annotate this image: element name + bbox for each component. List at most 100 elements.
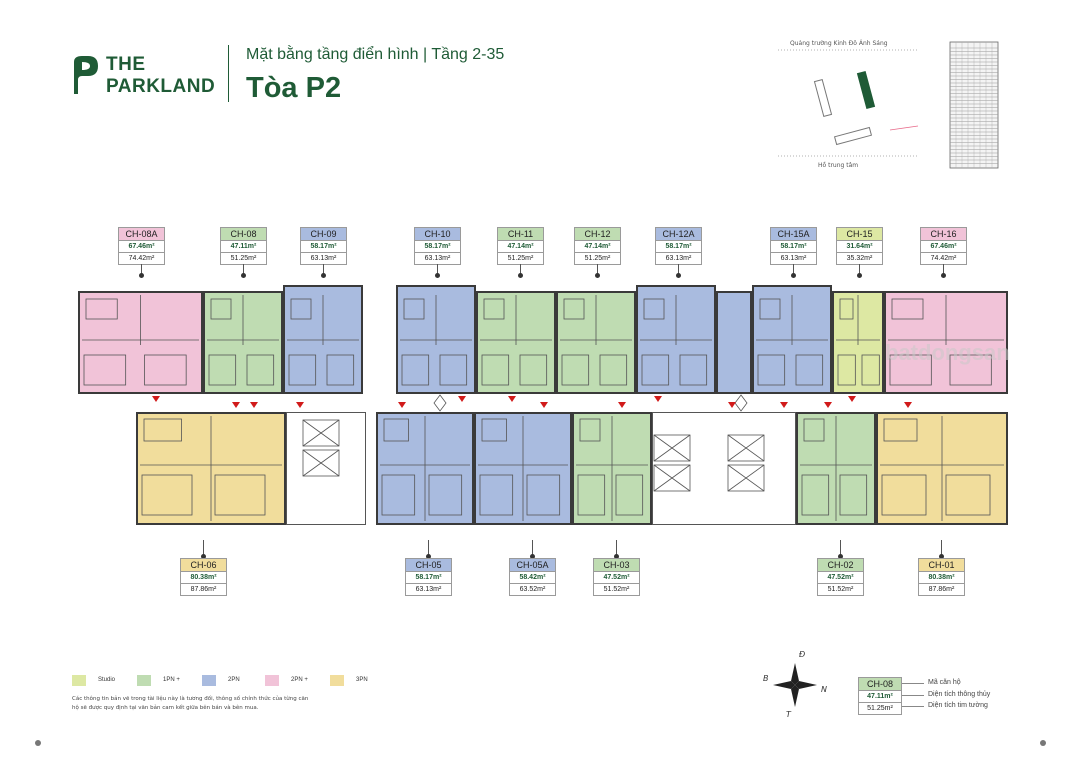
site-map-top-label: Quảng trường Kinh Đô Ánh Sáng — [790, 40, 888, 47]
unit-code: CH-03 — [594, 559, 639, 572]
unit-area-gross: 35.32m² — [846, 255, 873, 262]
compass-star-icon — [773, 663, 817, 707]
label-leader-line — [139, 264, 144, 278]
unit-area-gross: 87.86m² — [190, 586, 217, 593]
entry-marker — [458, 396, 466, 402]
key-gross-desc: Diện tích tim tường — [928, 702, 988, 709]
unit-area-gross: 87.86m² — [928, 586, 955, 593]
unit-area-gross: 63.52m² — [519, 586, 546, 593]
unit-area-gross: 63.13m² — [310, 255, 337, 262]
unit-code: CH-01 — [919, 559, 964, 572]
label-leader-line — [939, 540, 944, 559]
unit-area-net: 31.64m² — [837, 241, 882, 253]
page-subtitle: Mặt bằng tầng điển hình | Tầng 2-35 — [246, 46, 505, 63]
key-net-desc: Diện tích thông thủy — [928, 691, 991, 698]
unit-area-net: 80.38m² — [181, 572, 226, 584]
floor-plan — [78, 285, 1008, 535]
legend-label: Studio — [98, 677, 116, 683]
key-unit-label: CH-08 47.11m² 51.25m² — [858, 677, 902, 715]
tower-elevation-icon — [949, 41, 999, 169]
label-leader-line — [435, 264, 440, 278]
legend-label: 2PN — [228, 677, 240, 683]
top-light-well — [363, 285, 396, 309]
unit-code: CH-15A — [771, 228, 816, 241]
legend-swatch-studio — [72, 675, 86, 686]
site-map-bottom-label: Hồ trung tâm — [818, 162, 859, 169]
unit-area-net: 47.14m² — [575, 241, 620, 253]
site-map-drawing — [778, 49, 918, 157]
unit-code: CH-05 — [406, 559, 451, 572]
entry-marker — [250, 402, 258, 408]
header-divider — [228, 45, 229, 102]
unit-area-net: 58.17m² — [415, 241, 460, 253]
unit-area-gross: 51.25m² — [584, 255, 611, 262]
label-leader-line — [791, 264, 796, 278]
unit-area-net: 58.17m² — [771, 241, 816, 253]
label-leader-line — [614, 540, 619, 559]
label-leader-line — [321, 264, 326, 278]
unit-area-gross: 63.13m² — [424, 255, 451, 262]
unit-code: CH-12A — [656, 228, 701, 241]
unit-code: CH-02 — [818, 559, 863, 572]
unit-area-gross: 63.13m² — [780, 255, 807, 262]
corner-dot-right — [1040, 740, 1046, 746]
label-leader-line — [530, 540, 535, 559]
unit-area-gross: 74.42m² — [930, 255, 957, 262]
compass-north-label: Đ — [799, 650, 806, 659]
unit-code: CH-11 — [498, 228, 543, 241]
watermark-text: batdongsan — [885, 340, 1010, 365]
unit-area-gross: 63.13m² — [665, 255, 692, 262]
legend-label: 3PN — [356, 677, 368, 683]
entry-marker — [232, 402, 240, 408]
unit-area-net: 58.42m² — [510, 572, 555, 584]
unit-code: CH-12 — [575, 228, 620, 241]
unit-area-net: 47.11m² — [221, 241, 266, 253]
parkland-leaf-icon — [74, 56, 98, 94]
disclaimer-note: Các thông tin bản vẽ trong tài liệu này … — [72, 696, 309, 711]
unit-ch-13[interactable] — [716, 291, 752, 394]
entry-marker — [508, 396, 516, 402]
unit-code: CH-08 — [221, 228, 266, 241]
unit-area-net: 80.38m² — [919, 572, 964, 584]
key-code: CH-08 — [859, 678, 901, 691]
brand-line1: THE — [106, 54, 146, 75]
unit-area-net: 47.14m² — [498, 241, 543, 253]
label-leader-line — [518, 264, 523, 278]
entry-marker — [824, 402, 832, 408]
brand-logo: THE PARKLAND — [70, 52, 220, 102]
label-leader-line — [676, 264, 681, 278]
unit-code: CH-05A — [510, 559, 555, 572]
unit-area-gross: 74.42m² — [128, 255, 155, 262]
legend-swatch-three_br — [330, 675, 344, 686]
site-key-map: Quảng trường Kinh Đô Ánh Sáng Hồ trung t… — [778, 38, 918, 173]
compass-south-label: T — [786, 710, 791, 719]
brand-line2: PARKLAND — [106, 76, 216, 97]
unit-area-net: 47.52m² — [594, 572, 639, 584]
compass-rose: Đ N T B — [762, 650, 828, 720]
key-area-net: 47.11m² — [859, 691, 901, 703]
key-code-desc: Mã căn hộ — [928, 679, 961, 686]
entry-marker — [152, 396, 160, 402]
legend-swatch-one_br_plus — [137, 675, 151, 686]
unit-area-net: 58.17m² — [301, 241, 346, 253]
label-leader-line — [201, 540, 206, 559]
unit-area-gross: 51.25m² — [507, 255, 534, 262]
entry-marker — [780, 402, 788, 408]
legend-swatch-two_br — [202, 675, 216, 686]
